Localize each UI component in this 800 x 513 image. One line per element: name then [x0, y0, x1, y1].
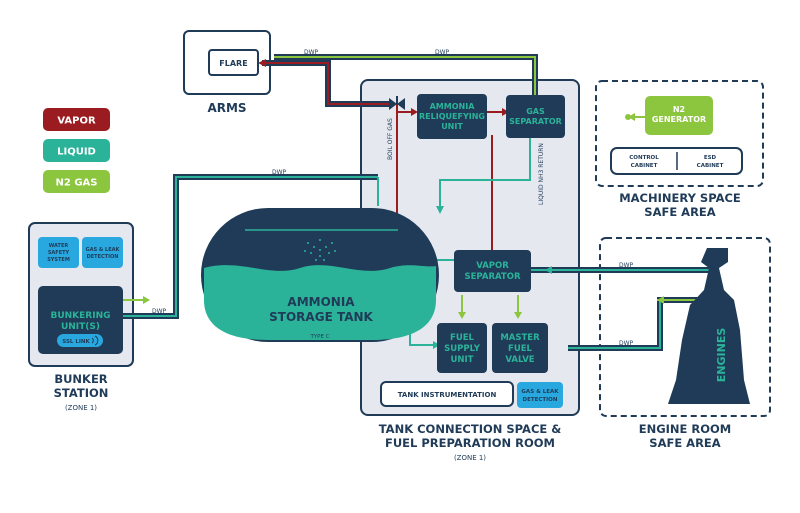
arrow-n2-gen — [628, 113, 635, 121]
master-valve-line2: FUEL — [508, 344, 533, 354]
water-safety-box — [38, 237, 79, 268]
reliquefying-unit-box — [417, 94, 487, 139]
label-dwp-arms: DWP — [304, 49, 319, 56]
machinery-title-line1: MACHINERY SPACE — [619, 191, 741, 205]
tank-room-gas-leak-line1: GAS & LEAK — [521, 389, 559, 395]
n2-generator-line1: N2 — [673, 105, 685, 114]
fuel-supply-line1: FUEL — [450, 333, 475, 343]
storage-tank-type: TYPE C — [309, 334, 329, 340]
engines-label: ENGINES — [715, 328, 728, 383]
arrow-to-gassep — [502, 108, 509, 116]
bunker-title-line2: STATION — [54, 386, 109, 400]
control-cabinet-line1: CONTROL — [629, 155, 659, 161]
vapor-separator-line1: VAPOR — [476, 261, 509, 271]
fuel-supply-unit-box — [437, 323, 487, 373]
tank-room-title-line2: FUEL PREPARATION ROOM — [385, 436, 555, 450]
esd-cabinet-line2: CABINET — [697, 163, 724, 169]
arrow-n2-engine — [657, 296, 664, 304]
master-valve-line1: MASTER — [500, 333, 540, 343]
water-safety-line2: SAFETY — [48, 250, 70, 256]
engine-room-title-line2: SAFE AREA — [649, 436, 721, 450]
label-dwp-n2: DWP — [435, 49, 450, 56]
tank-instrumentation-label: TANK INSTRUMENTATION — [398, 391, 497, 399]
label-dwp-engine-upper: DWP — [619, 262, 634, 269]
label-dwp-engine-lower: DWP — [619, 340, 634, 347]
water-safety-line3: SYSTEM — [47, 257, 70, 263]
legend-n2-label: N2 GAS — [56, 178, 98, 189]
pipe-bunker-dwp — [122, 176, 378, 317]
bunker-gas-leak-box — [82, 237, 123, 268]
pipe-liquid-return — [439, 135, 531, 210]
label-boil-off-gas: BOIL OFF GAS — [387, 118, 394, 160]
arrow-to-reliq — [411, 108, 418, 116]
tank-room-gas-leak-box — [517, 382, 563, 408]
bunkering-unit-line2: UNIT(S) — [61, 322, 100, 332]
master-fuel-valve-box — [492, 323, 548, 373]
fuel-supply-line2: SUPPLY — [444, 344, 481, 354]
legend-n2-swatch — [43, 170, 110, 193]
engines-silhouette-icon — [668, 248, 750, 404]
arrow-to-flare — [258, 59, 266, 67]
arrow-n2-bunker — [143, 296, 150, 304]
arrow-liquid-return — [436, 206, 444, 214]
legend-liquid-label: LIQUID — [57, 147, 96, 158]
flare-label: FLARE — [219, 59, 247, 68]
pipe-n2-arms — [274, 56, 536, 95]
fuel-supply-line3: UNIT — [451, 355, 474, 365]
engine-room-title-line1: ENGINE ROOM — [639, 422, 732, 436]
vapor-separator-line2: SEPARATOR — [465, 272, 521, 282]
tank-room-gas-leak-line2: DETECTION — [523, 397, 558, 403]
reliquefying-unit-line3: UNIT — [441, 122, 463, 131]
arrow-engine-upper — [545, 266, 552, 274]
label-dwp-bunker-top: DWP — [272, 169, 287, 176]
n2-generator-box — [645, 96, 713, 135]
gas-separator-line1: GAS — [526, 107, 545, 116]
reliquefying-unit-line1: AMMONIA — [430, 102, 476, 111]
esd-cabinet-line1: ESD — [704, 155, 717, 161]
n2-generator-line2: GENERATOR — [652, 115, 706, 124]
gas-separator-box — [506, 95, 565, 138]
bunker-gas-leak-line2: DETECTION — [87, 254, 119, 260]
n2-inlet-dot — [625, 114, 631, 120]
master-valve-line3: VALVE — [505, 355, 534, 365]
vapor-separator-box — [454, 250, 531, 292]
legend: VAPOR LIQUID N2 GAS — [43, 108, 110, 193]
gas-separator-line2: SEPARATOR — [509, 117, 562, 126]
arms-title: ARMS — [207, 101, 246, 115]
machinery-title-line2: SAFE AREA — [644, 205, 716, 219]
spray-pattern-icon — [304, 239, 336, 261]
pipe-vapor-flare — [262, 62, 393, 105]
flare-box — [208, 49, 259, 76]
tank-instrumentation-box — [380, 381, 514, 407]
arrow-n2-valve — [514, 312, 522, 319]
legend-vapor-label: VAPOR — [57, 116, 96, 127]
arrow-n2-fuel — [458, 312, 466, 319]
bunkering-unit-line1: BUNKERING — [50, 311, 110, 321]
ssl-link-badge — [57, 334, 103, 347]
reliquefying-unit-line2: RELIQUEFYING — [419, 112, 485, 121]
legend-liquid-swatch — [43, 139, 110, 162]
bunker-gas-leak-line1: GAS & LEAK — [86, 247, 121, 253]
storage-tank-liquid — [204, 265, 436, 340]
bunker-zone: (ZONE 1) — [65, 404, 97, 412]
label-liquid-nh3-return: LIQUID NH3 RETURN — [538, 143, 545, 205]
tank-room-zone: (ZONE 1) — [454, 454, 486, 462]
ssl-link-label: SSL LINK — [62, 339, 90, 345]
valve-icon — [389, 96, 405, 110]
water-safety-line1: WATER — [49, 243, 69, 249]
tank-room-title-line1: TANK CONNECTION SPACE & — [379, 422, 562, 436]
legend-vapor-swatch — [43, 108, 110, 131]
arrow-to-fuel-supply — [433, 341, 440, 349]
ammonia-storage-tank: AMMONIA STORAGE TANK TYPE C — [201, 208, 439, 342]
label-dwp-bunker: DWP — [152, 308, 167, 315]
bunker-title-line1: BUNKER — [54, 372, 107, 386]
storage-tank-line1: AMMONIA — [287, 295, 355, 309]
storage-tank-line2: STORAGE TANK — [269, 310, 373, 324]
control-cabinet-line2: CABINET — [631, 163, 658, 169]
wireless-icon — [91, 335, 99, 346]
